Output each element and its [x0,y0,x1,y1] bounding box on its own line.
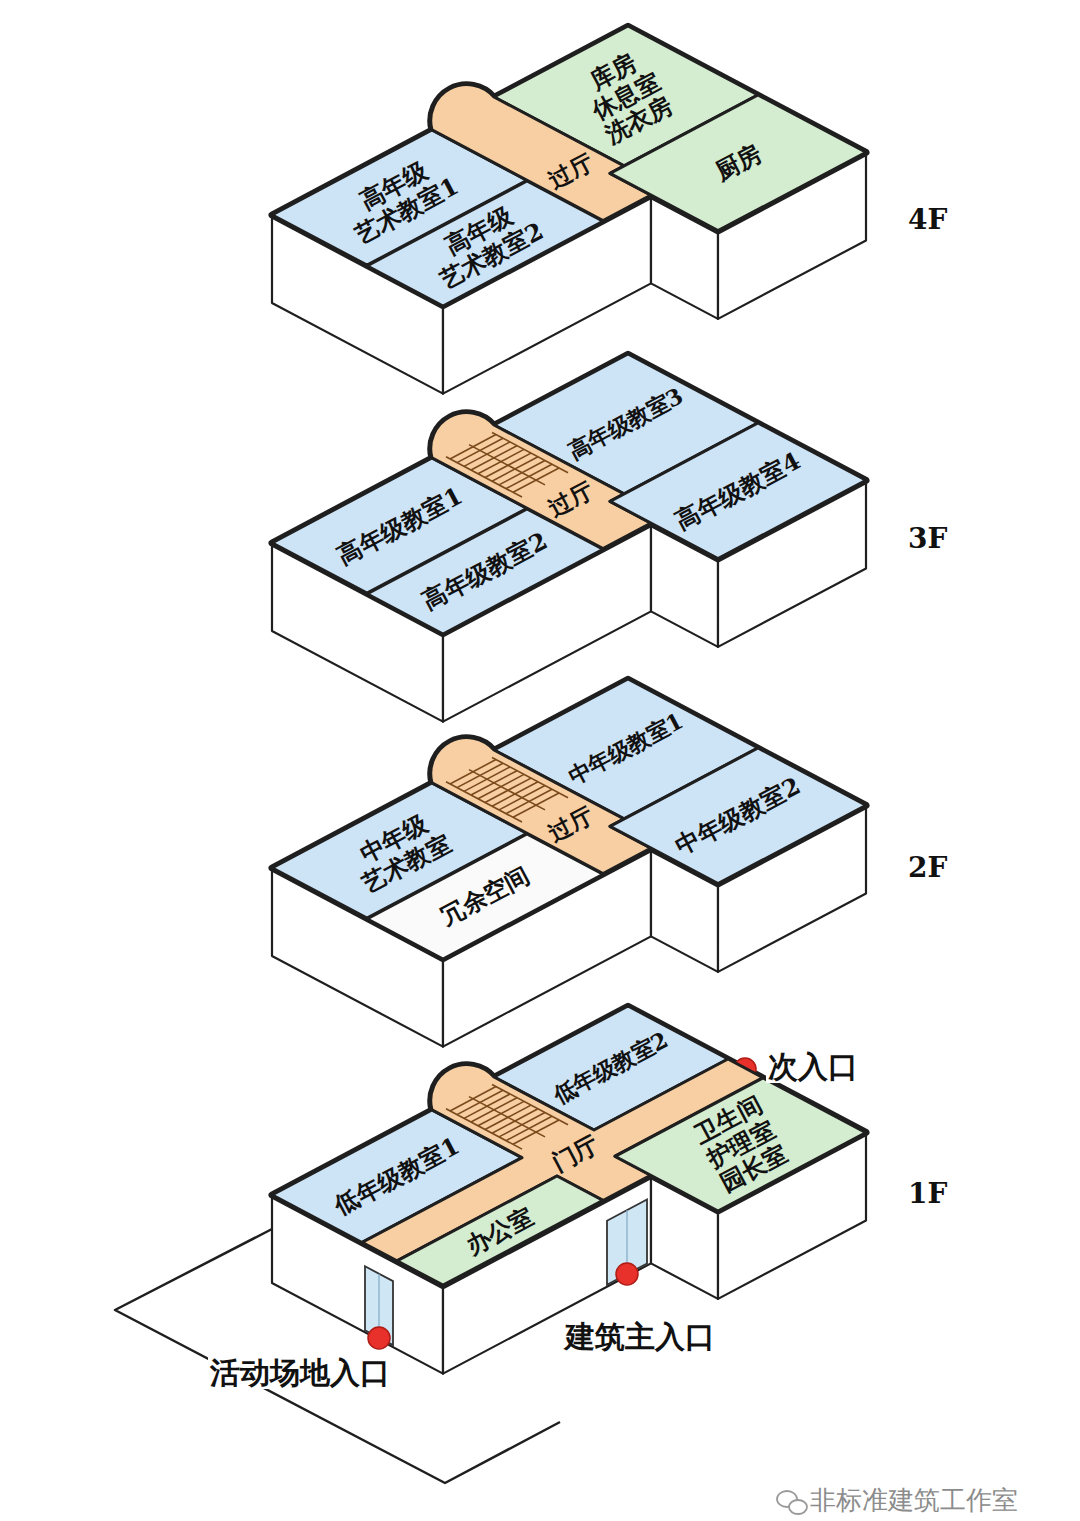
room-floor [431,413,651,549]
stair-line [485,778,531,802]
stair-line [499,786,545,810]
service-rooms: 卫生间 护理室 园长室 [611,1074,870,1215]
door-frame [626,1210,627,1274]
door [365,1266,393,1345]
stair-line [464,767,510,791]
door-frame [378,1274,379,1338]
stair-line [513,793,559,817]
wechat-icon [789,1500,807,1514]
door [607,1200,647,1285]
entrance-dot [368,1327,390,1349]
floor-label: 3F [908,524,947,555]
stair-line [499,1113,545,1137]
stair-line [478,450,524,474]
entrance-dot [616,1263,638,1285]
floor-shell [272,354,866,721]
stair-line [471,771,517,795]
room-floor [397,1176,603,1285]
entrance-label: 次入口 [766,1050,860,1083]
stair-line [450,435,496,459]
office-room: 办公室 [393,1172,607,1289]
stair-line [492,457,538,481]
stair-line [478,775,524,799]
entrance-dot [734,1058,756,1080]
stair-line [513,1120,559,1144]
room-floor [431,85,651,221]
entrance-label: 活动场地入口 [208,1356,392,1389]
entrance-label: 建筑主入口 [563,1320,717,1353]
hall-area: 过厅 [392,385,655,552]
stair-line [506,465,552,489]
floor-label: 1F [908,1179,947,1210]
stair-line [499,461,545,485]
classroom: 中年级教室2 [606,744,870,888]
stair-line [506,790,552,814]
stair-line [457,1091,503,1115]
room-floor [615,1078,866,1211]
stair-symbol [446,758,568,823]
room-outline [392,385,655,552]
room-floor [610,95,866,231]
stair-line [464,442,510,466]
room-floor [431,738,651,874]
stair-line [471,446,517,470]
stair-line [513,468,559,492]
stair-line [492,1109,538,1133]
stair-line [450,760,496,784]
stair-line [457,764,503,788]
stair-line [464,1094,510,1118]
stair-line [457,439,503,463]
stair-line [471,1098,517,1122]
stair-line [506,1117,552,1141]
floor-label: 4F [908,205,947,236]
floor-shell [272,1006,866,1373]
stair-line [485,1105,531,1129]
stair-symbol [446,433,568,498]
floor-shell [272,679,866,1046]
stair-line [478,1102,524,1126]
floor-label: 2F [908,853,947,884]
floor-shell [272,26,866,393]
stair-line [450,1087,496,1111]
room-floor [610,423,866,559]
classroom: 高年级教室4 [606,419,870,563]
stair-symbol [446,1085,568,1150]
room-floor [610,748,866,884]
stair-line [492,782,538,806]
watermark-text: 非标准建筑工作室 [810,1486,1018,1515]
stair-line [485,453,531,477]
